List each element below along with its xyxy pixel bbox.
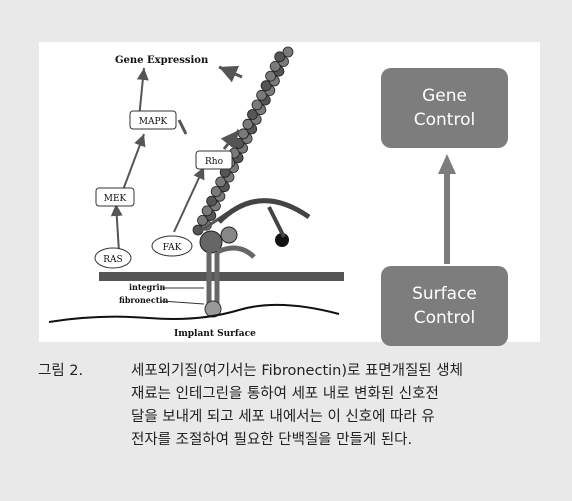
- arrow-filament-gene: [218, 65, 243, 83]
- rho-label: Rho: [205, 157, 223, 167]
- actin-bead: [242, 118, 254, 130]
- actin-bead: [269, 60, 281, 72]
- fibronectin-molecule: [204, 300, 222, 318]
- signaling-diagram: Gene Expression MAPK Rho MEK: [39, 42, 364, 342]
- implant-surface-label: Implant Surface: [174, 329, 256, 339]
- actin-bead: [210, 186, 222, 197]
- actin-bead: [247, 109, 258, 120]
- caption-line: 세포외기질(여기서는 Fibronectin)로 표면개질된 생체: [131, 363, 463, 379]
- ras-node: [94, 247, 132, 269]
- caption-prefix: 그림 2.: [38, 363, 84, 379]
- upward-arrow-shaft: [444, 172, 450, 264]
- caption-line: 재료는 인테그린을 통하여 세포 내로 변화된 신호전: [131, 386, 439, 402]
- fibronectin-label: fibronectin: [119, 295, 168, 305]
- fak-label: FAK: [163, 243, 182, 253]
- actin-filament: [192, 46, 294, 236]
- gene-expression-label: Gene Expression: [115, 55, 209, 66]
- mapk-box: [129, 110, 177, 130]
- integrin-label: integrin: [129, 282, 165, 292]
- mek-label: MEK: [104, 194, 127, 204]
- actin-bead: [201, 205, 213, 217]
- ras-label: RAS: [103, 255, 122, 265]
- cell-membrane: [99, 272, 344, 281]
- linker-protein: [217, 198, 311, 224]
- gene-control-box: Gene Control: [381, 68, 508, 148]
- rho-box: [195, 150, 233, 170]
- arrow-rho-filament: [220, 129, 241, 150]
- actin-bead: [215, 176, 227, 188]
- caption-line: 달을 보내게 되고 세포 내에서는 이 신호에 따라 유: [131, 409, 435, 425]
- gene-control-line2: Control: [413, 110, 476, 130]
- linker-stem: [267, 206, 286, 238]
- mapk-label: MAPK: [139, 117, 168, 127]
- actin-bead: [265, 70, 277, 82]
- arrow-fak-rho: [173, 166, 205, 233]
- signaling-diagram-svg: Gene Expression MAPK Rho MEK: [48, 46, 344, 339]
- actin-bead: [197, 214, 208, 226]
- fibronectin-pointer: [160, 300, 205, 305]
- actin-bead: [206, 195, 218, 207]
- integrin-receptor: [206, 252, 220, 307]
- actin-bead: [251, 99, 263, 111]
- surface-control-line2: Control: [413, 308, 476, 328]
- fak-node: [151, 235, 193, 257]
- caption-line: 전자를 조절하여 필요한 단백질을 만들게 된다.: [131, 432, 413, 448]
- mek-box: [95, 187, 135, 207]
- upward-arrow: [438, 154, 456, 264]
- surface-control-box: Surface Control: [381, 266, 508, 346]
- control-panel: Gene Control Surface Control: [364, 42, 540, 346]
- integrin-tail: [215, 245, 256, 259]
- vinculin-blob: [220, 226, 238, 244]
- figure-area: Gene Expression MAPK Rho MEK: [19, 12, 553, 346]
- actin-bead: [260, 80, 272, 92]
- gene-control-line1: Gene: [422, 86, 467, 106]
- actin-bead: [256, 89, 268, 101]
- paxillin-blob: [275, 233, 289, 247]
- actin-bead: [274, 51, 286, 63]
- arrow-ras-mek: [110, 203, 123, 253]
- arrow-mek-mapk: [122, 133, 146, 191]
- arrow-mapk-to-gene: [177, 119, 188, 135]
- implant-surface-line: [48, 303, 340, 323]
- upward-arrow-head: [438, 154, 456, 174]
- surface-control-line1: Surface: [412, 284, 477, 304]
- actin-bead: [282, 46, 294, 58]
